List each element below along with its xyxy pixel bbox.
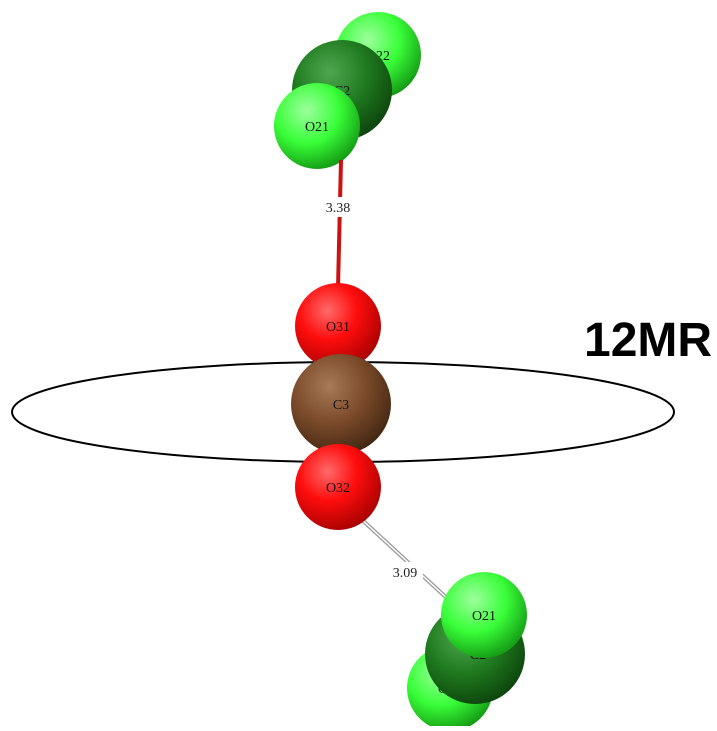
ring-label: 12MR xyxy=(584,314,712,367)
lower-co2-molecule: O22 C2 O21 xyxy=(407,572,527,731)
upper-co2-molecule: O22 C2 O21 xyxy=(274,12,421,169)
atom-label: O21 xyxy=(472,609,496,624)
atom-bottom-o21: O21 xyxy=(441,572,527,658)
upper-bond: 3.38 xyxy=(320,159,356,289)
atom-top-o21: O21 xyxy=(274,83,360,169)
upper-distance-label: 3.38 xyxy=(326,201,351,216)
atom-label: C3 xyxy=(333,398,349,413)
atom-o31: O31 xyxy=(295,283,381,369)
atom-o32: O32 xyxy=(295,444,381,530)
atom-c3: C3 xyxy=(291,354,391,454)
atom-label: O32 xyxy=(326,481,350,496)
lower-bond: 3.09 xyxy=(358,516,464,614)
lower-distance-label: 3.09 xyxy=(393,566,418,581)
atom-label: O31 xyxy=(326,320,350,335)
central-co3-group: O31 C3 xyxy=(291,283,391,454)
atom-label: O21 xyxy=(305,120,329,135)
